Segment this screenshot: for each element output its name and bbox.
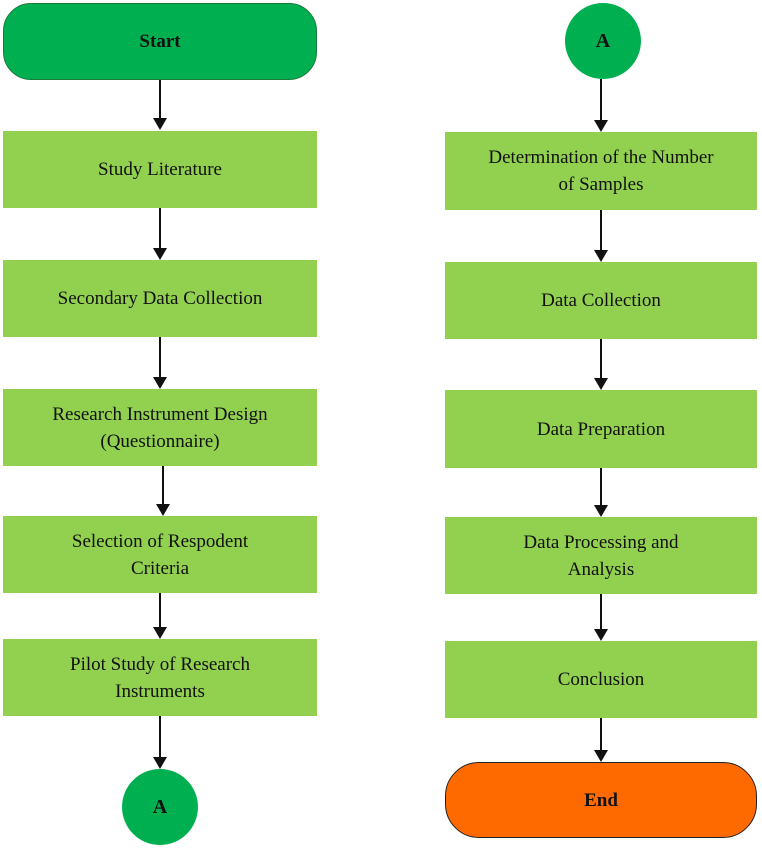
- step-data-processing-analysis-line1: Data Processing and: [523, 531, 679, 553]
- step-study-literature-line1: Study Literature: [98, 159, 222, 180]
- arrow-pilot-study-to-connector-a: [153, 716, 167, 769]
- arrow-instrument-design-to-respondent-criteria: [156, 466, 170, 516]
- arrow-conclusion-to-end: [594, 718, 608, 762]
- start-label: Start: [139, 31, 181, 52]
- step-pilot-study-line2: Instruments: [115, 680, 205, 702]
- arrow-data-collection-to-preparation: [594, 339, 608, 390]
- step-data-preparation-line1: Data Preparation: [536, 418, 666, 440]
- step-selection-of-respondent-criteria: Selection of Respodent Criteria: [3, 516, 317, 593]
- step-pilot-study-line1: Pilot Study of Research: [70, 653, 250, 675]
- step-study-literature: Study Literature: [3, 131, 317, 208]
- step-data-processing-analysis-line2: Analysis: [567, 558, 635, 580]
- end-label: End: [584, 789, 618, 811]
- arrow-connector-a-to-sample-number: [594, 79, 608, 132]
- step-determination-of-samples: Determination of the Number of Samples: [445, 132, 757, 210]
- step-data-collection: Data Collection: [445, 262, 757, 339]
- step-pilot-study: Pilot Study of Research Instruments: [3, 639, 317, 716]
- arrow-preparation-to-processing: [594, 468, 608, 517]
- end-terminal: End: [445, 762, 757, 838]
- connector-a-bottom-label: A: [152, 795, 168, 818]
- step-selection-of-respondent-criteria-line2: Criteria: [130, 557, 190, 579]
- step-secondary-data-collection: Secondary Data Collection: [3, 260, 317, 337]
- arrow-secondary-data-to-instrument-design: [153, 337, 167, 389]
- step-determination-of-samples-line1: Determination of the Number: [488, 147, 714, 168]
- arrow-processing-to-conclusion: [594, 594, 608, 641]
- step-conclusion: Conclusion: [445, 641, 757, 718]
- connector-a-bottom: A: [122, 769, 198, 845]
- step-determination-of-samples-line2: of Samples: [558, 174, 644, 195]
- arrow-study-literature-to-secondary-data: [153, 208, 167, 260]
- step-conclusion-line1: Conclusion: [557, 669, 645, 690]
- step-selection-of-respondent-criteria-line1: Selection of Respodent: [71, 530, 249, 552]
- step-data-collection-line1: Data Collection: [541, 290, 661, 311]
- arrow-sample-number-to-data-collection: [594, 210, 608, 262]
- step-data-processing-analysis: Data Processing and Analysis: [445, 517, 757, 594]
- arrow-respondent-criteria-to-pilot-study: [153, 593, 167, 639]
- connector-a-top-label: A: [595, 29, 611, 52]
- step-secondary-data-collection-line1: Secondary Data Collection: [57, 288, 263, 309]
- connector-a-top: A: [565, 3, 641, 79]
- step-research-instrument-design-line1: Research Instrument Design: [52, 403, 268, 425]
- step-research-instrument-design: Research Instrument Design (Questionnair…: [3, 389, 317, 466]
- step-data-preparation: Data Preparation: [445, 390, 757, 468]
- step-research-instrument-design-line2: (Questionnaire): [100, 430, 220, 452]
- start-terminal: Start: [3, 3, 317, 80]
- arrow-start-to-study-literature: [153, 80, 167, 130]
